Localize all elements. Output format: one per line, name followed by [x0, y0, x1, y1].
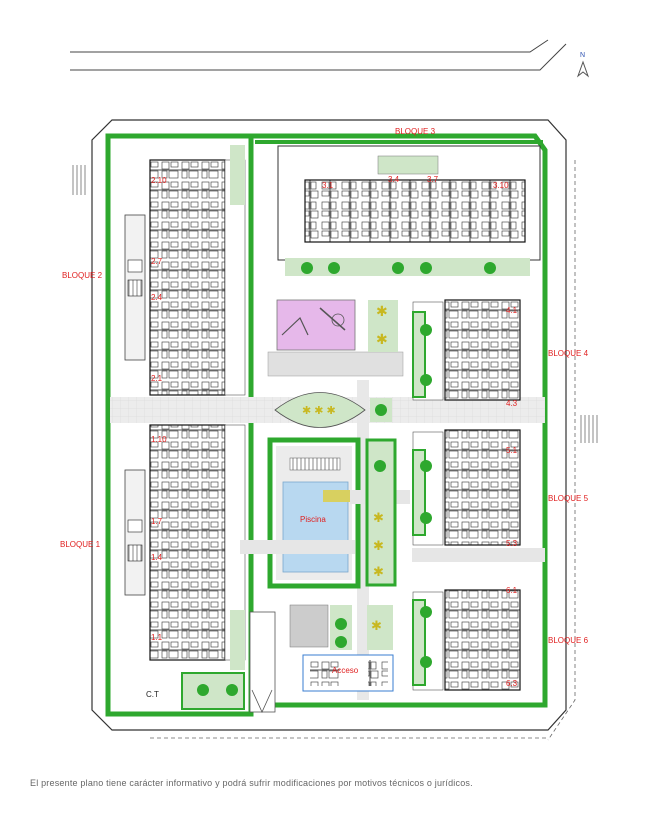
disclaimer-text: El presente plano tiene carácter informa… [30, 778, 473, 788]
unit-labels: 2.10 2.7 2.4 2.1 1.10 1.7 1.4 1.1 3.1 3.… [151, 175, 518, 688]
svg-text:✱: ✱ [376, 303, 388, 319]
unit-label: 4.3 [506, 399, 518, 408]
block-2-building [124, 159, 246, 396]
block-6-building [412, 589, 521, 691]
block-6-label: BLOQUE 6 [548, 636, 589, 645]
unit-label: 3.7 [427, 175, 439, 184]
block-4-building [412, 299, 521, 401]
ct-label: C.T [146, 690, 159, 699]
unit-label: 3.4 [388, 175, 400, 184]
block-3-building [277, 145, 541, 276]
plaza-pool-west [240, 540, 355, 554]
unit-label: 1.1 [151, 633, 163, 642]
unit-label: 5.1 [506, 446, 518, 455]
left-garden-strip-2 [230, 610, 245, 670]
central-oval: ✱ ✱ ✱ [274, 392, 392, 428]
svg-text:✱: ✱ [373, 510, 384, 525]
unit-label: 3.1 [322, 181, 334, 190]
svg-text:✱ ✱ ✱: ✱ ✱ ✱ [302, 405, 336, 417]
unit-label: 5.3 [506, 539, 518, 548]
palm-garden-south: ✱ ✱ ✱ [365, 438, 397, 587]
unit-label: 1.4 [151, 553, 163, 562]
garage-ramp [249, 611, 276, 713]
unit-label: 3.10 [493, 181, 509, 190]
block-5-building [412, 429, 521, 546]
block-3-trees [301, 262, 496, 274]
site-boundary [91, 119, 567, 731]
plaza-block5-6 [412, 548, 545, 562]
svg-text:✱: ✱ [376, 331, 388, 347]
north-arrow-icon: N [576, 52, 590, 78]
pool-area [267, 437, 361, 589]
access-label: Acceso [332, 666, 359, 675]
left-garden-strip [230, 145, 245, 205]
unit-label: 1.10 [151, 435, 167, 444]
svg-text:✱: ✱ [371, 618, 382, 633]
block-4-label: BLOQUE 4 [548, 349, 589, 358]
top-street [70, 39, 567, 71]
unit-label: 1.7 [151, 517, 163, 526]
ct-garden [181, 672, 245, 710]
plaza-north [267, 351, 404, 377]
block-3-label: BLOQUE 3 [395, 127, 436, 136]
unit-label: 6.1 [506, 586, 518, 595]
svg-text:✱: ✱ [373, 538, 384, 553]
unit-label: 6.3 [506, 679, 518, 688]
north-label: N [580, 52, 585, 59]
access-pavilion: ✱ [289, 604, 394, 692]
parking-left [70, 165, 88, 195]
block-1-label: BLOQUE 1 [60, 540, 101, 549]
palm-garden-north: ✱ ✱ [368, 300, 398, 352]
block-5-label: BLOQUE 5 [548, 494, 589, 503]
playground [276, 299, 356, 351]
unit-label: 2.7 [151, 257, 163, 266]
unit-label: 2.4 [151, 293, 163, 302]
pool-label: Piscina [300, 515, 326, 524]
street-right [547, 160, 576, 741]
perimeter-garden [105, 133, 548, 717]
parking-right [578, 415, 600, 443]
block-2-label: BLOQUE 2 [62, 271, 103, 280]
unit-label: 4.1 [506, 306, 518, 315]
block-1-building [124, 424, 246, 661]
unit-label: 2.10 [151, 176, 167, 185]
svg-text:✱: ✱ [373, 564, 384, 579]
unit-label: 2.1 [151, 374, 163, 383]
